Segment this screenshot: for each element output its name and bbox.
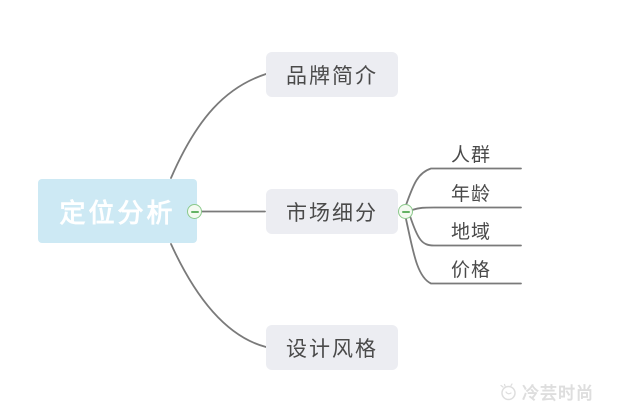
branch-node-brand-intro[interactable]: 品牌简介 <box>266 52 398 97</box>
connector-market-price <box>405 218 522 285</box>
minus-icon <box>401 210 410 213</box>
connector-root-design <box>170 243 267 348</box>
connector-root-brand <box>170 73 267 179</box>
collapse-button-market-segmentation[interactable] <box>398 204 413 219</box>
leaf-node-age[interactable]: 年龄 <box>450 184 491 205</box>
root-node-positioning-analysis[interactable]: 定位分析 <box>38 179 197 243</box>
watermark-brand-text: 冷芸时尚 <box>522 384 594 403</box>
branch-node-market-segmentation[interactable]: 市场细分 <box>266 189 398 234</box>
connector-market-crowd <box>405 167 522 206</box>
watermark: 冷芸时尚 <box>499 379 594 404</box>
leaf-node-region[interactable]: 地域 <box>450 222 491 243</box>
connector-market-age <box>411 206 522 211</box>
collapse-button-root[interactable] <box>187 204 202 219</box>
branch-node-design-style[interactable]: 设计风格 <box>266 325 398 370</box>
minus-icon <box>190 210 199 213</box>
leaf-node-price[interactable]: 价格 <box>450 260 491 281</box>
leaf-node-crowd[interactable]: 人群 <box>450 145 491 166</box>
connector-market-region <box>409 215 522 247</box>
watermark-logo-icon <box>500 382 516 400</box>
